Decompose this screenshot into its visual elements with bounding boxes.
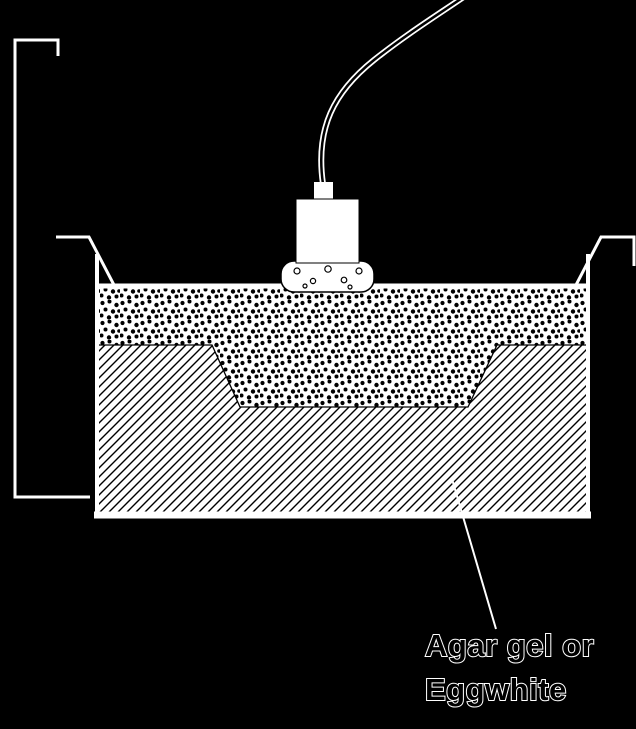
transducer-housing (295, 198, 360, 264)
transducer-body (295, 182, 360, 264)
tank-rim-left (56, 235, 116, 286)
gel-layer-boundary (97, 344, 588, 408)
agar-gel-layer (97, 344, 588, 512)
tank-walls (95, 254, 590, 515)
scatterer-suspension-layer (97, 286, 588, 407)
gel-layer-hatch (97, 345, 588, 512)
scatterer-layer-stipple (97, 286, 588, 407)
material-label: Agar gel or Eggwhite (424, 627, 595, 708)
tank (56, 235, 636, 519)
transducer-stem (314, 182, 333, 202)
cable-core (319, 0, 462, 186)
coupling-pad (280, 260, 375, 293)
leader-line (451, 478, 497, 630)
label-line-1: Agar gel or (425, 628, 594, 663)
transducer-cable (318, 0, 465, 187)
coupling-pad-bubbles (293, 265, 363, 290)
dimension-bracket (13, 38, 90, 499)
label-line-2: Eggwhite (425, 672, 567, 707)
tank-rim-right (574, 235, 636, 286)
